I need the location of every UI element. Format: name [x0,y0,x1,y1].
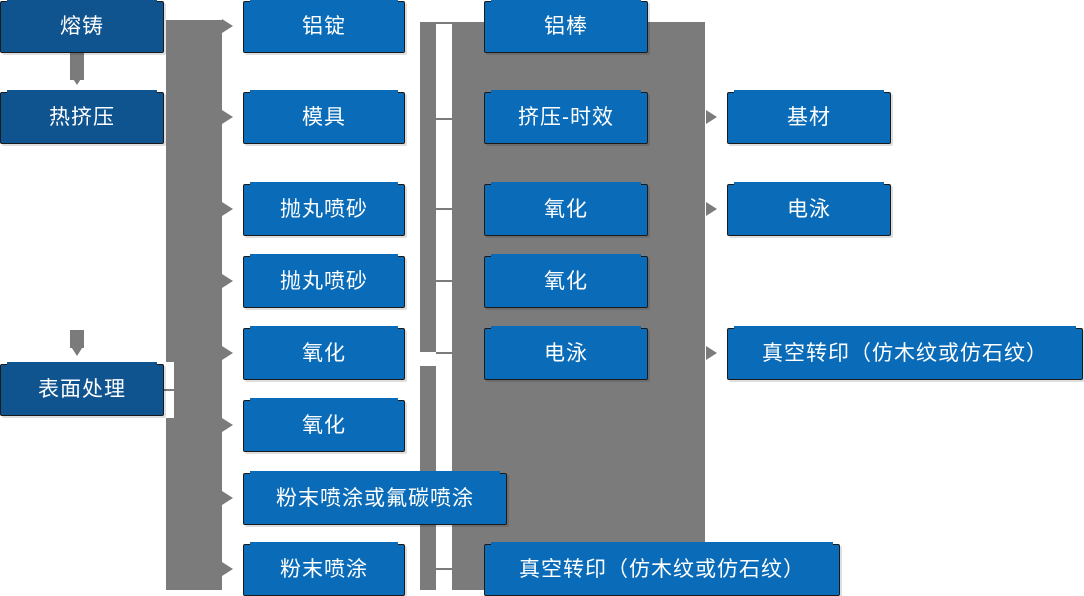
process-label-oxidation-2: 氧化 [544,270,588,294]
box-cap [491,254,641,257]
process-box-extrude-aging[interactable]: 挤压-时效 [484,90,648,144]
arrow-to-mat-mold [222,110,233,124]
arrow-to-mat-powder-fluor [222,491,233,505]
arrow-to-mat-oxidation-2 [222,418,233,432]
box-cap [734,326,1076,329]
arrow-to-mat-ingot [222,19,233,33]
stage-label-surface: 表面处理 [38,378,126,402]
box-cap [491,90,641,93]
connector-tick-1 [436,22,454,24]
process-box-oxidation-1[interactable]: 氧化 [484,182,648,236]
output-box-substrate[interactable]: 基材 [727,90,891,144]
arrow-down-to-surface [70,345,84,356]
material-label-powder: 粉末喷涂 [280,558,368,582]
arrow-to-out-electro [706,202,717,216]
arrow-to-mat-oxidation-1 [222,346,233,360]
arrow-to-out-substrate [706,110,717,124]
box-cap [7,362,157,365]
box-cap [250,398,398,401]
box-cap [491,182,641,185]
material-box-oxidation-2[interactable]: 氧化 [243,398,405,452]
material-box-powder[interactable]: 粉末喷涂 [243,542,405,596]
process-box-aluminum-bar[interactable]: 铝棒 [484,0,648,53]
stage-box-surface[interactable]: 表面处理 [0,362,164,416]
arrow-down-to-extrusion [70,74,84,85]
connector-band-surface-stub [70,330,84,348]
process-label-aluminum-bar: 铝棒 [544,15,588,39]
process-box-vacuum-transfer[interactable]: 真空转印（仿木纹或仿石纹） [484,542,840,596]
connector-band-stages-trunk [166,20,222,590]
material-label-oxidation-2: 氧化 [302,414,346,438]
material-label-shotblast-2: 抛丸喷砂 [280,270,368,294]
process-label-electrophoresis: 电泳 [544,342,588,366]
material-box-oxidation-1[interactable]: 氧化 [243,326,405,380]
box-cap [250,182,398,185]
connector-tick-4 [436,280,454,282]
material-label-ingot: 铝锭 [302,15,346,39]
material-box-shotblast-1[interactable]: 抛丸喷砂 [243,182,405,236]
arrow-to-mat-shotblast-2 [222,274,233,288]
box-cap [491,542,833,545]
material-label-powder-fluorocarbon: 粉末喷涂或氟碳喷涂 [276,487,474,511]
box-cap [7,0,157,2]
material-box-shotblast-2[interactable]: 抛丸喷砂 [243,254,405,308]
box-cap [734,182,884,185]
box-cap [250,542,398,545]
arrow-to-mat-powder [222,562,233,576]
stage-box-extrusion[interactable]: 热挤压 [0,90,164,144]
box-cap [250,90,398,93]
material-label-mold: 模具 [302,106,346,130]
arrow-to-out-vacuum [706,346,717,360]
process-box-oxidation-2[interactable]: 氧化 [484,254,648,308]
material-box-mold[interactable]: 模具 [243,90,405,144]
box-cap [734,90,884,93]
box-cap [250,326,398,329]
output-box-electrophoresis[interactable]: 电泳 [727,182,891,236]
connector-surface-join [164,389,190,391]
process-box-electrophoresis[interactable]: 电泳 [484,326,648,380]
box-cap [7,90,157,93]
box-cap [491,0,641,2]
output-label-substrate: 基材 [787,106,831,130]
connector-tick-5 [436,352,454,354]
connector-band-materials-rail [420,22,436,352]
material-box-powder-fluorocarbon[interactable]: 粉末喷涂或氟碳喷涂 [243,471,507,525]
connector-tick-2 [436,118,454,120]
material-label-shotblast-1: 抛丸喷砂 [280,198,368,222]
output-box-vacuum-transfer[interactable]: 真空转印（仿木纹或仿石纹） [727,326,1083,380]
stage-label-extrusion: 热挤压 [49,106,115,130]
box-cap [250,0,398,2]
connector-tick-6 [436,568,454,570]
box-cap [491,326,641,329]
box-cap [250,254,398,257]
stage-box-melting[interactable]: 熔铸 [0,0,164,53]
arrow-to-mat-shotblast-1 [222,202,233,216]
process-label-vacuum-transfer: 真空转印（仿木纹或仿石纹） [519,558,805,582]
box-cap [250,471,500,474]
output-label-electrophoresis: 电泳 [787,198,831,222]
stage-label-melting: 熔铸 [60,15,104,39]
material-label-oxidation-1: 氧化 [302,342,346,366]
process-label-oxidation-1: 氧化 [544,198,588,222]
connector-band-stages-stub-top [70,46,84,80]
material-box-ingot[interactable]: 铝锭 [243,0,405,53]
connector-tick-3 [436,208,454,210]
output-label-vacuum-transfer: 真空转印（仿木纹或仿石纹） [762,342,1048,366]
process-label-extrude-aging: 挤压-时效 [518,106,614,130]
